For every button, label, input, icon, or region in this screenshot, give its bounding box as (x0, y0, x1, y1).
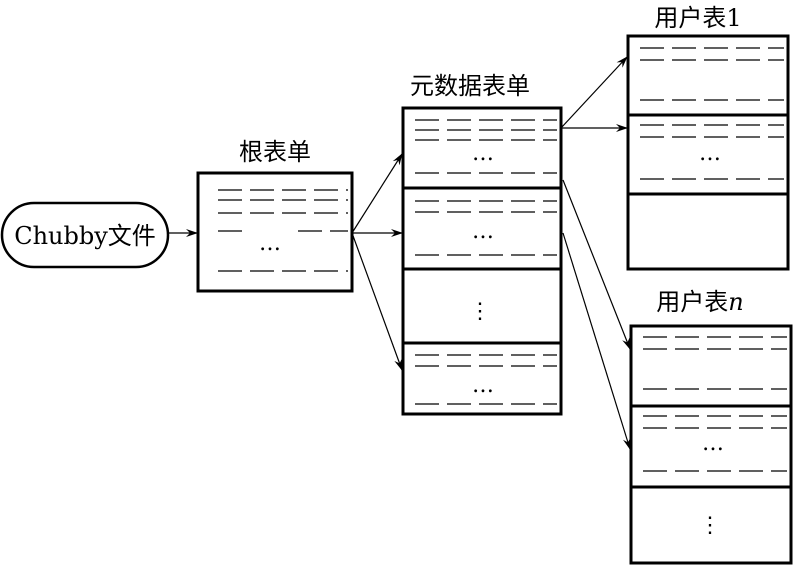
user-table-n-vertical-ellipsis: ⋮ (699, 513, 721, 538)
user-table-n-title: 用户表n (656, 288, 743, 316)
root-tablet-ellipsis: … (259, 231, 281, 256)
chubby-file-node: Chubby文件 (0, 201, 170, 269)
arrow-meta-to-usern-b (562, 232, 631, 450)
user-table-n: 用户表n … ⋮ (629, 288, 793, 565)
root-tablet: 根表单 … (196, 138, 354, 293)
root-tablet-title: 根表单 (239, 138, 311, 166)
metadata-tablets: 元数据表单 … … ⋮ … (401, 72, 563, 416)
arrow-root-to-meta-3 (351, 232, 403, 371)
metadata-tablets-box (401, 106, 563, 416)
user-table-1-title: 用户表1 (654, 4, 741, 32)
user-table-1-box (626, 34, 790, 271)
metadata-vertical-ellipsis: ⋮ (469, 299, 491, 324)
metadata-tablet-1: … (415, 119, 557, 174)
metadata-tablets-title: 元数据表单 (410, 72, 530, 100)
metadata-tablet-2-ellipsis: … (472, 219, 494, 244)
root-tablet-rows (218, 189, 348, 272)
chubby-file-label: Chubby文件 (14, 222, 156, 250)
metadata-tablet-3-ellipsis: … (472, 373, 494, 398)
arrows (168, 56, 631, 450)
user-table-1: 用户表1 … (626, 4, 790, 271)
metadata-tablet-3: … (415, 354, 557, 405)
user-table-1-ellipsis: … (699, 141, 721, 166)
metadata-tablet-1-ellipsis: … (472, 141, 494, 166)
arrow-root-to-meta-1 (351, 153, 403, 234)
arrow-meta-to-usern-a (562, 179, 631, 350)
metadata-tablet-2: … (415, 200, 557, 256)
user-table-n-ellipsis: … (702, 431, 724, 456)
arrow-meta-to-user1-a (560, 56, 628, 129)
user-table-n-box (629, 324, 793, 565)
